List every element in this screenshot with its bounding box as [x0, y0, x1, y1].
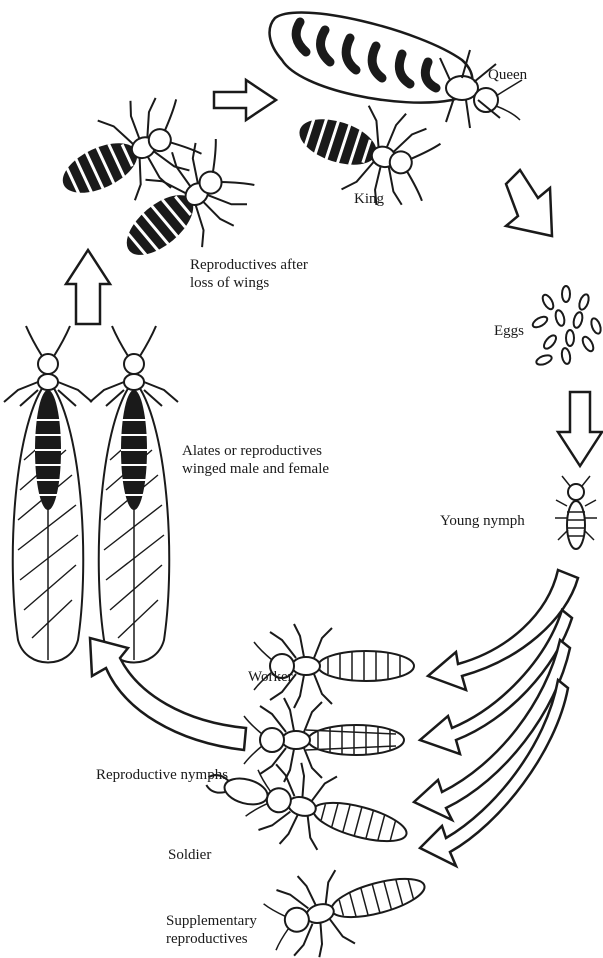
cycle-arrow-icon [558, 392, 602, 466]
label-reproductives-after-loss-of-wings: Reproductives after loss of wings [190, 256, 308, 292]
worker-termite-icon [254, 624, 414, 708]
label-soldier: Soldier [168, 846, 211, 864]
label-alates: Alates or reproductives winged male and … [182, 442, 329, 478]
cycle-arrow-icon [90, 638, 246, 750]
eggs-icon [531, 286, 602, 366]
label-worker: Worker [248, 668, 293, 686]
winged-alate-icon [90, 326, 178, 663]
supplementary-reproductive-icon [259, 845, 435, 958]
label-young-nymph: Young nymph [440, 512, 525, 530]
label-reproductive-nymphs: Reproductive nymphs [96, 766, 228, 784]
label-queen: Queen [488, 66, 527, 84]
reproductive-nymph-icon [244, 698, 404, 782]
winged-alate-icon [4, 326, 92, 663]
cycle-arrow-icon [506, 170, 552, 236]
cycle-arrow-icon [214, 80, 276, 120]
soldier-termite-icon [197, 741, 418, 875]
label-eggs: Eggs [494, 322, 524, 340]
cycle-arrow-icon [66, 250, 110, 324]
queen-termite-icon [270, 13, 522, 128]
label-supplementary-reproductives: Supplementary reproductives [166, 912, 257, 948]
young-nymph-icon [555, 476, 597, 549]
label-king: King [354, 190, 384, 208]
